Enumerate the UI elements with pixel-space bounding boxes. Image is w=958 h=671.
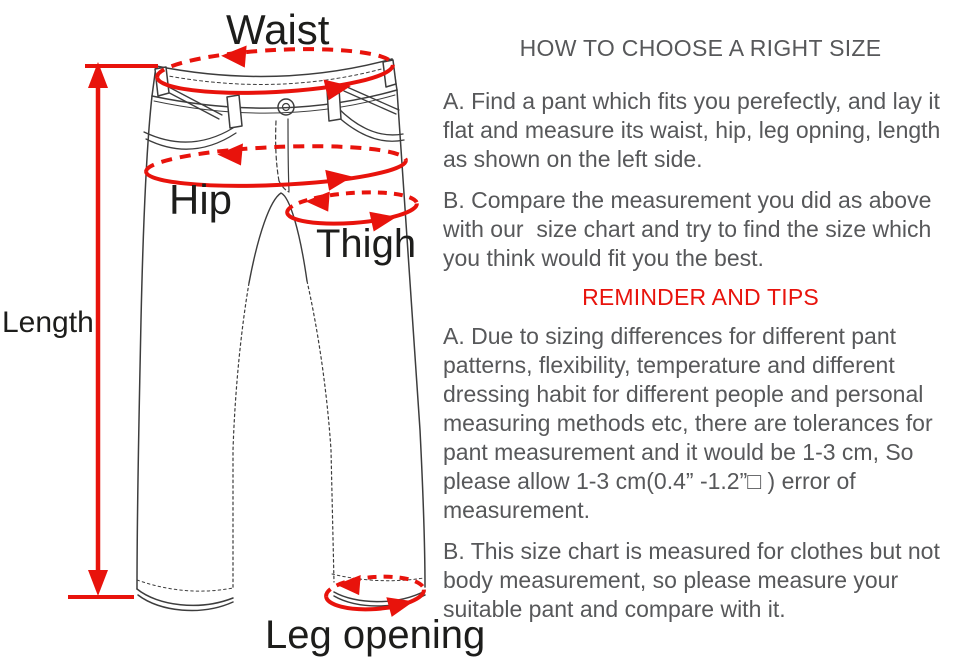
reminder-note-a: A. Due to sizing differences for differe…	[443, 323, 940, 523]
arrow-left-icon	[221, 45, 247, 68]
arrow-down-icon	[88, 570, 108, 596]
arrow-up-icon	[88, 62, 108, 88]
arrow-right-icon	[369, 211, 397, 232]
fly-stitching	[275, 118, 290, 193]
leg-opening-label: Leg opening	[265, 613, 485, 657]
pants-measurement-diagram: Waist Hip Thigh Length Leg opening	[2, 6, 485, 657]
right-pocket	[335, 86, 405, 142]
thigh-measure	[285, 190, 419, 232]
hip-measure	[144, 143, 408, 191]
panel-title: HOW TO CHOOSE A RIGHT SIZE	[519, 35, 882, 61]
leg-hems	[136, 573, 426, 612]
arrow-right-icon	[325, 169, 353, 191]
arrow-left-icon	[217, 143, 243, 166]
arrow-right-icon	[386, 597, 414, 617]
arrow-right-icon	[323, 79, 351, 101]
reminder-title: REMINDER AND TIPS	[582, 284, 819, 310]
outer-seams	[136, 89, 426, 590]
hip-label: Hip	[169, 176, 232, 223]
pants-drawing	[136, 58, 426, 612]
instruction-step-a: A. Find a pant which fits you perefectly…	[443, 88, 947, 172]
leg-opening-measure	[324, 574, 426, 617]
instructions-panel: HOW TO CHOOSE A RIGHT SIZE A. Find a pan…	[443, 36, 958, 636]
instruction-step-b: B. Compare the measurement you did as ab…	[443, 187, 938, 271]
left-pocket	[143, 83, 237, 150]
arrow-left-icon	[336, 574, 361, 596]
length-measure	[68, 62, 158, 599]
crotch-and-inseams	[232, 192, 335, 589]
waist-button	[277, 98, 295, 116]
thigh-label: Thigh	[316, 222, 416, 266]
reminder-note-b: B. This size chart is measured for cloth…	[443, 538, 947, 622]
length-label: Length	[2, 306, 94, 339]
waist-label: Waist	[226, 6, 330, 53]
arrow-left-icon	[305, 191, 330, 212]
waist-measure	[155, 45, 395, 101]
waistband	[151, 58, 398, 114]
